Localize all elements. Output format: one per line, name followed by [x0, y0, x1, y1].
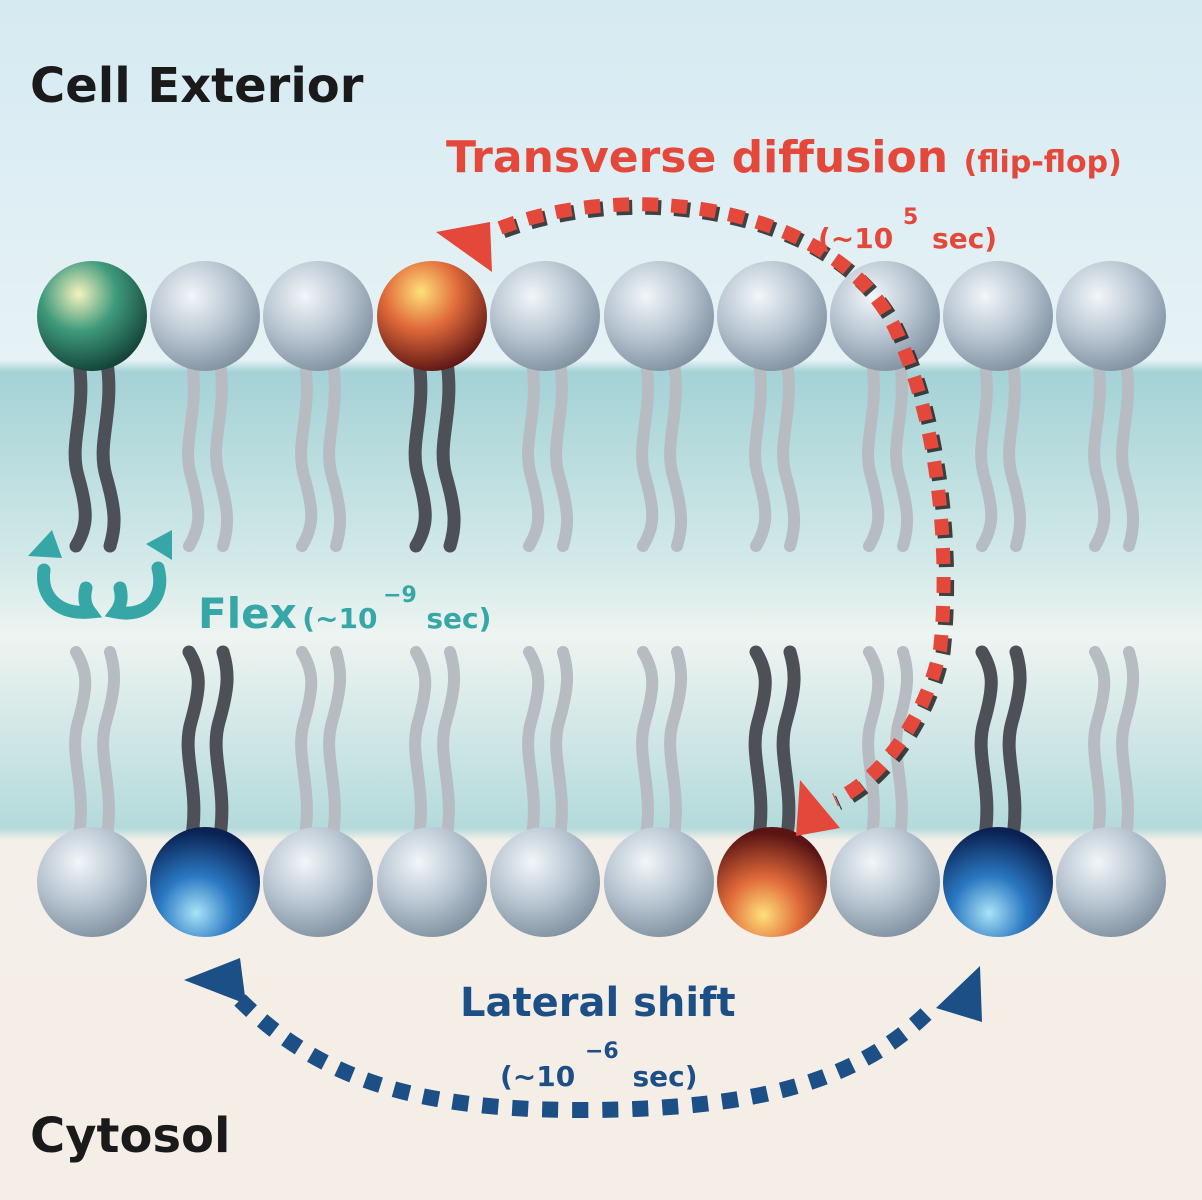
- flex-time-exp: −9: [383, 583, 417, 608]
- flex-arrowhead-right-icon: [146, 530, 172, 560]
- transverse-qualifier: (flip-flop): [964, 145, 1122, 180]
- lipid-head-red: [377, 261, 487, 371]
- lipid-tail: [522, 646, 545, 848]
- lipid-tail: [1088, 350, 1111, 552]
- cell-exterior-label: Cell Exterior: [30, 58, 364, 114]
- lipid-tail: [68, 349, 92, 553]
- lipid-tail: [69, 646, 92, 848]
- lipid-tail: [890, 646, 914, 848]
- lateral-dotted-path: [234, 994, 936, 1119]
- transverse-time: (~10 5 sec): [818, 198, 997, 255]
- lipid-tail: [182, 350, 205, 552]
- lateral-time: (~10 −6 sec): [500, 1032, 698, 1093]
- transverse-arrowhead-top-icon: [436, 222, 492, 272]
- lipid-tail: [181, 645, 205, 849]
- lipid-head-gray: [943, 261, 1053, 371]
- lipid-tail: [550, 646, 574, 848]
- flex-arrow-left-icon: [37, 563, 103, 619]
- lipid-head-gray: [263, 827, 373, 937]
- transverse-title-main: Transverse diffusion: [446, 132, 948, 183]
- lipid-head-gray: [1056, 827, 1166, 937]
- lateral-time-prefix: (~10: [500, 1060, 575, 1093]
- lipid-tail: [323, 646, 347, 848]
- lipid-tail: [776, 645, 801, 849]
- lateral-time-suffix: sec): [632, 1060, 697, 1093]
- lipid-tail: [436, 349, 461, 553]
- flex-time-prefix: (~10: [302, 602, 377, 635]
- lipid-tail: [295, 646, 318, 848]
- transverse-time-prefix: (~10: [818, 222, 893, 255]
- flex-arrowhead-left-icon: [28, 530, 62, 558]
- lateral-time-exp: −6: [585, 1039, 619, 1064]
- lipid-tail: [210, 350, 234, 552]
- cytosol-label: Cytosol: [30, 1108, 230, 1164]
- flex-title: Flex: [198, 589, 297, 638]
- lipid-head-gray: [377, 827, 487, 937]
- lipid-tail: [749, 350, 772, 552]
- lipid-head-blue: [150, 827, 260, 937]
- lipid-head-gray: [604, 261, 714, 371]
- lipid-tail: [862, 646, 885, 848]
- lipid-tail: [409, 646, 432, 848]
- transverse-time-exp: 5: [903, 205, 918, 230]
- lipid-tail: [97, 646, 121, 848]
- lipid-tail: [974, 645, 998, 849]
- lipid-tail: [664, 350, 688, 552]
- flex-arrow-right-icon: [104, 561, 167, 620]
- lipid-head-gray: [490, 261, 600, 371]
- lipid-tail: [550, 350, 574, 552]
- lipid-head-blue: [943, 827, 1053, 937]
- lipid-tail: [975, 350, 998, 552]
- lipid-tail: [323, 350, 347, 552]
- lipid-head-gray: [830, 827, 940, 937]
- lipid-head-gray: [263, 261, 373, 371]
- lipid-head-green: [37, 261, 147, 371]
- lipid-tail: [408, 349, 432, 553]
- lateral-title: Lateral shift: [460, 980, 736, 1026]
- lateral-arrowhead-right-icon: [936, 966, 982, 1022]
- lipid-heads: [37, 261, 1166, 937]
- flex-time-suffix: sec): [426, 602, 491, 635]
- lipid-tail: [209, 645, 234, 849]
- lipid-head-gray: [150, 261, 260, 371]
- lipid-tail: [437, 646, 461, 848]
- lipid-head-gray: [490, 827, 600, 937]
- lipid-tail: [1003, 350, 1027, 552]
- lipid-tail: [295, 350, 318, 552]
- lipid-tail: [636, 350, 659, 552]
- lipid-tail: [1116, 350, 1140, 552]
- lipid-tail: [1088, 646, 1111, 848]
- lipid-tail: [777, 350, 801, 552]
- lipid-head-gray: [604, 827, 714, 937]
- lipid-tail: [636, 646, 659, 848]
- lipid-tail: [96, 349, 121, 553]
- lipid-tails: [68, 349, 1140, 849]
- lipid-head-gray: [1056, 261, 1166, 371]
- lipid-tail: [522, 350, 545, 552]
- lipid-tail: [664, 646, 688, 848]
- transverse-arrowhead-bottom-icon: [796, 780, 840, 836]
- lateral-arrow: [184, 958, 982, 1119]
- lipid-head-gray: [37, 827, 147, 937]
- transverse-title: Transverse diffusion (flip-flop): [446, 132, 1122, 183]
- lipid-tail: [862, 350, 885, 552]
- lipid-tail: [890, 350, 914, 552]
- lipid-tail: [1116, 646, 1140, 848]
- flex-label: Flex (~10 −9 sec): [198, 583, 491, 638]
- transverse-arrow: [436, 197, 955, 836]
- lipid-tail: [1002, 645, 1027, 849]
- flex-arrows: [28, 530, 172, 620]
- lipid-head-gray: [717, 261, 827, 371]
- lipid-tail: [748, 645, 772, 849]
- lateral-arrowhead-left-icon: [184, 958, 246, 1004]
- lipid-head-red: [717, 827, 827, 937]
- transverse-time-suffix: sec): [932, 222, 997, 255]
